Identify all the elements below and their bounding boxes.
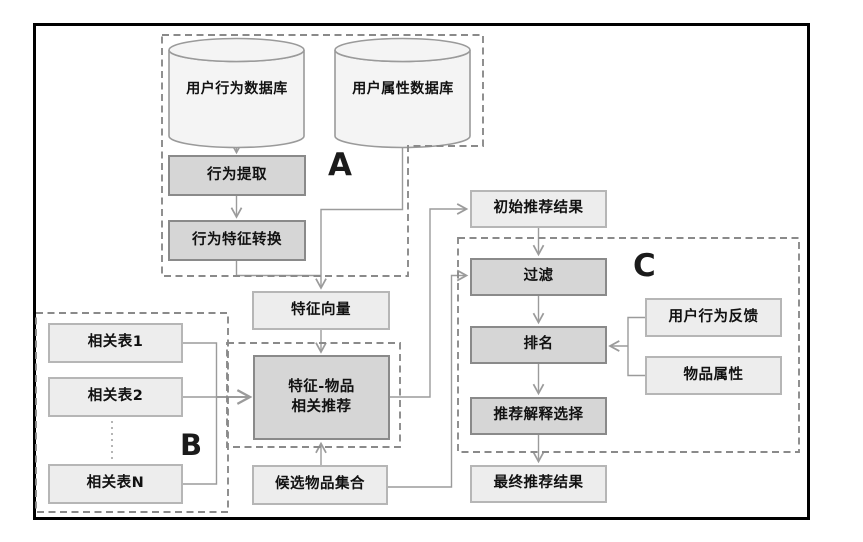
group-outlines — [35, 34, 800, 513]
feature-item-recommendation-line1: 特征-物品 — [288, 378, 355, 395]
user-behavior-database-label: 用户行为数据库 — [186, 81, 288, 97]
feature-vector-node: 特征向量 — [252, 291, 390, 330]
edge-attributedb-to-featurevector — [315, 138, 404, 290]
related-table-1-node: 相关表1 — [48, 323, 183, 363]
feature-item-recommendation-node: 特征-物品 相关推荐 — [253, 355, 390, 440]
user-behavior-database-cylinder — [168, 37, 305, 149]
item-attributes-node: 物品属性 — [645, 356, 782, 395]
group-a-label: A — [328, 147, 352, 183]
group-a-outline — [161, 34, 484, 277]
related-table-n-node: 相关表N — [48, 464, 183, 504]
database-cylinders — [168, 37, 471, 149]
group-b-outline — [35, 312, 229, 513]
ranking-node: 排名 — [470, 326, 607, 364]
edge-feedback-bracket — [627, 316, 645, 377]
edge-candidates-to-filter — [388, 269, 469, 488]
feature-item-recommendation-line2: 相关推荐 — [291, 398, 352, 415]
initial-recommendation-results-node: 初始推荐结果 — [470, 190, 607, 228]
behavior-extraction-node: 行为提取 — [168, 155, 306, 196]
candidate-item-set-node: 候选物品集合 — [252, 465, 388, 505]
user-behavior-feedback-node: 用户行为反馈 — [645, 298, 782, 337]
filtering-node: 过滤 — [470, 258, 607, 296]
user-attribute-database-label: 用户属性数据库 — [352, 81, 454, 97]
related-table-2-node: 相关表2 — [48, 377, 183, 417]
recommendation-explanation-selection-node: 推荐解释选择 — [470, 397, 607, 435]
group-b-label: B — [180, 428, 203, 462]
edge-conversion-to-featurevector — [235, 261, 321, 277]
behavior-feature-conversion-node: 行为特征转换 — [168, 220, 306, 261]
group-c-outline — [457, 237, 800, 453]
group-mid-outline — [226, 342, 401, 448]
group-c-label: C — [633, 248, 656, 284]
edge-featureitem-to-initialresults — [390, 203, 469, 398]
user-attribute-database-cylinder — [334, 37, 471, 149]
final-recommendation-results-node: 最终推荐结果 — [470, 465, 607, 503]
connectors — [183, 138, 645, 488]
edge-relatedtables-bracket — [183, 342, 218, 485]
